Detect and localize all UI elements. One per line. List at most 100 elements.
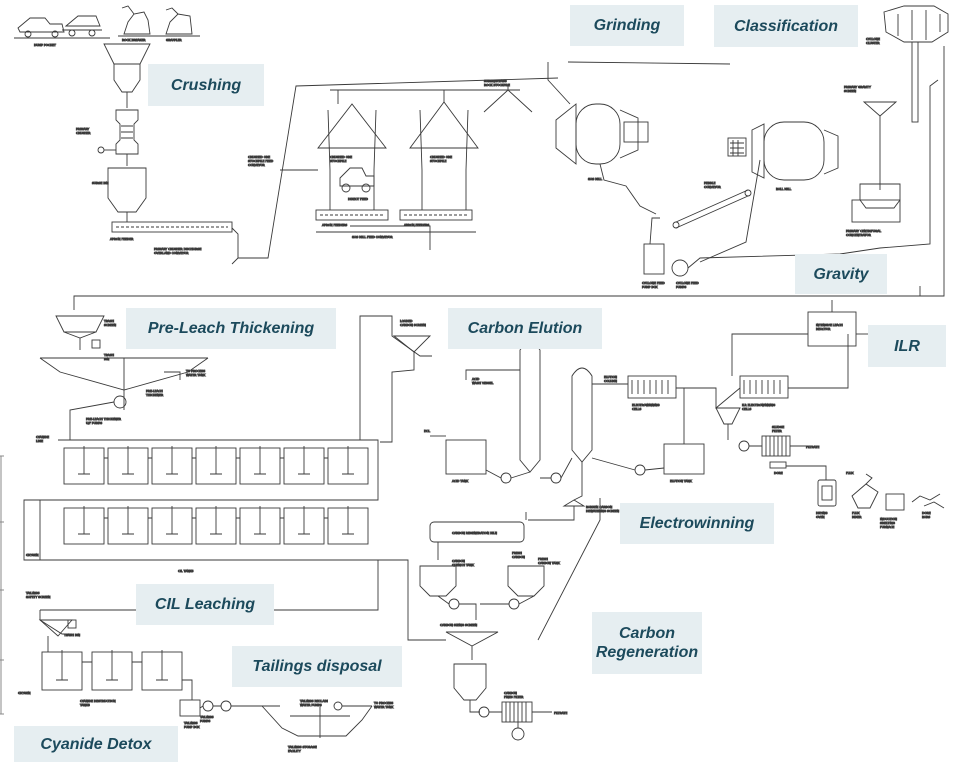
- svg-text:COLUMN: COLUMN: [604, 379, 617, 383]
- cyanide-destruction-tanks-icon: OXYGEN CYANIDE DESTRUCTION TANKS TAILING…: [18, 650, 200, 729]
- svg-text:FILTRATE: FILTRATE: [806, 445, 819, 449]
- svg-text:CELLS: CELLS: [742, 407, 751, 411]
- stage-label-cil-leaching: CIL Leaching: [136, 584, 274, 625]
- tailings-safety-screen-icon: TAILINGS SAFETY SCREEN TRASH BIN: [25, 591, 80, 652]
- svg-text:BALL MILL: BALL MILL: [776, 187, 792, 191]
- svg-text:THICKENER: THICKENER: [145, 393, 163, 397]
- stage-label-classification: Classification: [714, 5, 858, 47]
- mining-fleet-icon: [14, 16, 110, 38]
- svg-text:SURGE BIN: SURGE BIN: [92, 181, 109, 185]
- svg-text:ROCK STOCKPILE: ROCK STOCKPILE: [484, 83, 510, 87]
- svg-text:CARBON: CARBON: [512, 555, 525, 559]
- primary-crusher-icon: [98, 110, 138, 166]
- svg-text:SAFETY SCREEN: SAFETY SCREEN: [26, 595, 50, 599]
- svg-text:SAG MILL FEED CONVEYOR: SAG MILL FEED CONVEYOR: [352, 235, 393, 239]
- svg-text:ACID TANK: ACID TANK: [452, 479, 469, 483]
- svg-text:OXYGEN: OXYGEN: [26, 553, 39, 557]
- svg-text:PUMPS: PUMPS: [676, 285, 686, 289]
- svg-text:FURNACE: FURNACE: [880, 525, 894, 529]
- acid-wash-vessel-icon: ACID WASH VESSEL ACID TANK HCL: [424, 343, 540, 483]
- ilr-reactor-icon: INTENSIVE LEACH REACTOR: [732, 300, 870, 376]
- svg-text:HCL: HCL: [424, 429, 430, 433]
- sag-mill-icon: SAG MILL: [548, 62, 730, 214]
- svg-text:CELLS: CELLS: [632, 407, 641, 411]
- svg-text:QUENCH TANK: QUENCH TANK: [452, 563, 475, 567]
- svg-text:FILTRATE: FILTRATE: [554, 711, 567, 715]
- svg-text:FLUX: FLUX: [846, 471, 854, 475]
- svg-text:CONVEYOR: CONVEYOR: [704, 185, 721, 189]
- loader-icon: [340, 168, 374, 192]
- dump-pocket-icon: [104, 44, 150, 108]
- svg-text:PUMP BOX: PUMP BOX: [642, 285, 658, 289]
- svg-text:DIRECT FEED: DIRECT FEED: [348, 197, 369, 201]
- cyclone-feed-pump-icon: CYCLONE FEED PUMP BOX CYCLONE FEED PUMPS: [642, 80, 938, 289]
- svg-text:WATER TANK: WATER TANK: [374, 705, 394, 709]
- cil-tank-train-icon: CYANIDE LIME OXYGEN CIL TANKS: [24, 316, 378, 610]
- svg-text:FINES FILTER: FINES FILTER: [504, 695, 523, 699]
- cyclone-cluster-icon: CYCLONE CLUSTER: [866, 6, 948, 122]
- stage-label-grinding: Grinding: [570, 5, 684, 46]
- svg-text:BARS: BARS: [922, 515, 930, 519]
- rock-breaker-icon: [118, 6, 200, 36]
- svg-text:CONCENTRATOR: CONCENTRATOR: [846, 233, 871, 237]
- tailings-storage-facility-icon: TAILINGS RECLAIM WATER PUMPS TO PROCESS …: [262, 699, 394, 753]
- svg-text:APRON FEEDER: APRON FEEDER: [110, 237, 133, 241]
- svg-text:CARBON TANK: CARBON TANK: [538, 561, 561, 565]
- surge-bin-icon: [108, 168, 146, 222]
- stage-label-ilr: ILR: [868, 325, 946, 367]
- svg-text:OXYGEN: OXYGEN: [18, 691, 31, 695]
- svg-text:TANKS: TANKS: [79, 703, 90, 707]
- stage-label-carbon-regeneration: Carbon Regeneration: [592, 612, 702, 674]
- pebble-conveyor-icon: PEBBLE CONVEYOR: [673, 181, 751, 228]
- svg-text:FACILITY: FACILITY: [288, 749, 301, 753]
- svg-text:CRUSHER: CRUSHER: [76, 131, 91, 135]
- svg-text:DEWATERING SCREEN: DEWATERING SCREEN: [586, 509, 619, 513]
- svg-text:ROCK BREAKER: ROCK BREAKER: [122, 38, 146, 42]
- svg-text:DORE: DORE: [774, 471, 783, 475]
- smelting-area-icon: DRYING OVEN FLUX MIXER FLUX INDUCTION SM…: [816, 471, 944, 529]
- svg-text:WATER TANK: WATER TANK: [186, 373, 206, 377]
- svg-text:SCREEN: SCREEN: [844, 89, 856, 93]
- svg-text:SAG MILL: SAG MILL: [588, 177, 602, 181]
- ilr-electrowinning-cells-icon: ILR ELECTROWINNING CELLS: [676, 334, 848, 411]
- carbon-regeneration-kiln-icon: BARREN CARBON DEWATERING SCREEN CARBON R…: [378, 500, 619, 660]
- svg-text:ELUTION TANK: ELUTION TANK: [670, 479, 693, 483]
- svg-text:WATER PUMPS: WATER PUMPS: [300, 703, 322, 707]
- svg-text:OVEN: OVEN: [816, 515, 825, 519]
- svg-text:CARBON SIZING SCREEN: CARBON SIZING SCREEN: [440, 623, 477, 627]
- loaded-carbon-screen-icon: LOADED CARBON SCREEN: [376, 316, 432, 442]
- svg-text:FILTER: FILTER: [772, 429, 782, 433]
- svg-text:LIME: LIME: [36, 439, 43, 443]
- svg-text:WASH VESSEL: WASH VESSEL: [472, 381, 494, 385]
- stage-label-tailings-disposal: Tailings disposal: [232, 646, 402, 687]
- stage-label-carbon-elution: Carbon Elution: [448, 308, 602, 349]
- svg-text:CONVEYOR: CONVEYOR: [248, 163, 265, 167]
- svg-text:TRASH BIN: TRASH BIN: [63, 633, 80, 637]
- svg-text:CIL TANKS: CIL TANKS: [178, 569, 193, 573]
- svg-text:MIXER: MIXER: [852, 515, 862, 519]
- svg-text:REACTOR: REACTOR: [816, 327, 830, 331]
- stage-label-cyanide-detox: Cyanide Detox: [14, 726, 178, 762]
- svg-text:PUMPS: PUMPS: [200, 719, 210, 723]
- svg-text:APRON FEEDERS: APRON FEEDERS: [322, 223, 347, 227]
- stage-label-crushing: Crushing: [148, 64, 264, 106]
- svg-text:CARBON SCREEN: CARBON SCREEN: [400, 323, 426, 327]
- svg-text:GRAPPLER: GRAPPLER: [166, 38, 182, 42]
- svg-text:APRON FEEDERS: APRON FEEDERS: [404, 223, 429, 227]
- ball-mill-icon: BALL MILL: [728, 122, 838, 191]
- svg-text:OVERLAND CONVEYOR: OVERLAND CONVEYOR: [154, 251, 188, 255]
- svg-text:CLUSTER: CLUSTER: [866, 41, 880, 45]
- stage-label-electrowinning: Electrowinning: [620, 503, 774, 544]
- svg-text:SCREEN: SCREEN: [104, 323, 116, 327]
- sludge-filter-icon: SLUDGE FILTER FILTRATE DORE: [716, 408, 826, 480]
- stage-label-gravity: Gravity: [795, 254, 887, 294]
- svg-text:U/F PUMPS: U/F PUMPS: [86, 421, 102, 425]
- svg-text:STOCKPILE: STOCKPILE: [330, 159, 347, 163]
- svg-text:CARBON REGENERATION KILN: CARBON REGENERATION KILN: [452, 531, 497, 535]
- gravity-screen-icon: PRIMARY GRAVITY SCREEN PRIMARY CENTRIFUG…: [844, 85, 900, 237]
- svg-text:DUMP POCKET: DUMP POCKET: [34, 43, 56, 47]
- stage-label-pre-leach-thickening: Pre-Leach Thickening: [126, 308, 336, 349]
- svg-text:STOCKPILE: STOCKPILE: [430, 159, 447, 163]
